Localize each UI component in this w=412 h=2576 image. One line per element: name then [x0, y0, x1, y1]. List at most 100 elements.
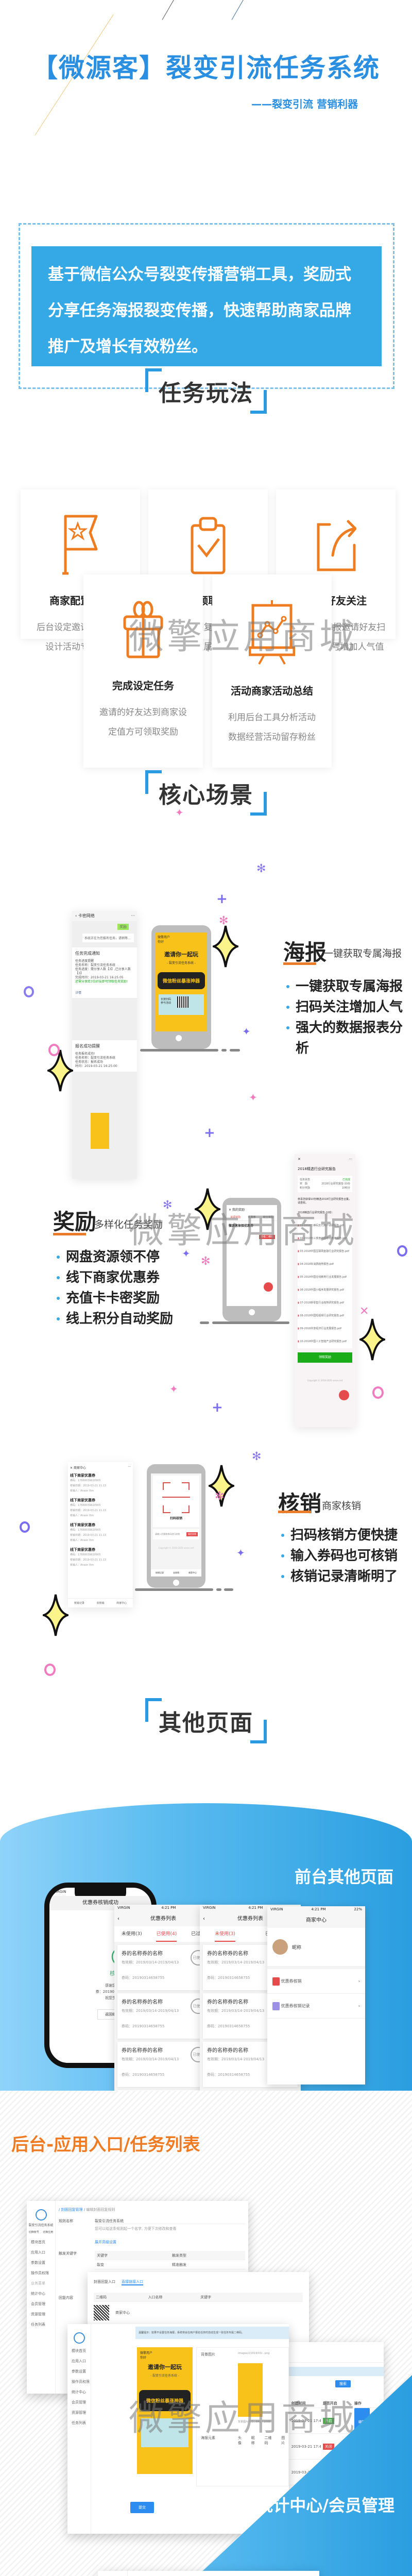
- tab-expired[interactable]: 已过期: [191, 1931, 205, 1937]
- menu-coupon-verify[interactable]: 优惠券核销›: [267, 1969, 365, 1994]
- sidebar-item-resources[interactable]: 资源管理: [31, 2312, 45, 2316]
- scan-area[interactable]: 扫码核销: [153, 1476, 199, 1527]
- file-item[interactable]: ▮ 08-2018中国短视频行业研究报告.pdf: [298, 1314, 344, 1317]
- sidebar-group[interactable]: 业务菜单: [31, 2281, 45, 2285]
- code-input[interactable]: 请输入优惠券券码进行核销确定核销: [153, 1529, 199, 1539]
- scene-subtitle: 商家核销: [322, 1500, 362, 1512]
- switch-account[interactable]: 切换帐号: [28, 2231, 39, 2234]
- file-item[interactable]: ▮ 05-2018中国在线教育行业发展报告.pdf: [298, 1276, 347, 1279]
- plus-decor: +: [216, 891, 228, 907]
- scene-title-poster: 海报: [283, 940, 327, 965]
- qr-code: [94, 2305, 109, 2320]
- tab-go-verify[interactable]: 去核销: [173, 1571, 179, 1574]
- scene-bullets: 扫码核销方便快捷 输入券码也可核销 核销记录清晰明了: [281, 1525, 398, 1587]
- tab-points[interactable]: 积分奖励: [263, 1216, 273, 1219]
- bullet-item: 扫码核销方便快捷: [281, 1525, 398, 1546]
- backend-entry-title: 后台-应用入口/任务列表: [11, 2134, 200, 2155]
- rule-name-input[interactable]: 裂变引流任务系统: [95, 2218, 245, 2224]
- bullet-item: 充值卡卡密奖励: [57, 1288, 173, 1309]
- tab-unused[interactable]: 未使用(3): [215, 1926, 235, 1942]
- sidebar-item-tasks[interactable]: 任务列表: [72, 2421, 86, 2425]
- sidebar-item-operators[interactable]: 操作员权限: [72, 2380, 90, 2384]
- tab-unused[interactable]: 未使用(3): [121, 1931, 142, 1937]
- sidebar-item-members[interactable]: 会员管理: [72, 2400, 86, 2404]
- toggle-switch[interactable]: 关闭: [322, 2444, 334, 2450]
- claim-reward-button[interactable]: 领取奖励: [298, 1352, 352, 1363]
- toggle-switch[interactable]: 开启: [322, 2418, 334, 2424]
- file-item[interactable]: ▮ 09-2018共享经济行业发展报告.pdf: [298, 1327, 341, 1330]
- sidebar-item-settings[interactable]: 参数设置: [72, 2369, 86, 2374]
- float-button[interactable]: [264, 1282, 273, 1292]
- file-item[interactable]: ▮ 06-2018中国小程序发展研究报告.pdf: [298, 1289, 344, 1292]
- tab-coupon[interactable]: 优惠券: [248, 1216, 256, 1219]
- ground-line: [216, 1588, 221, 1591]
- chat-system-msg: 系统正在为您报名任务，请稍等...: [82, 934, 134, 942]
- submit-button[interactable]: 提交: [130, 2502, 154, 2513]
- sidebar-item-members[interactable]: 会员管理: [31, 2302, 45, 2306]
- element-avatar[interactable]: 头像: [238, 2436, 242, 2445]
- advanced-toggle[interactable]: 展开高级设置: [95, 2240, 116, 2244]
- view-qr-button[interactable]: 查看二维码: [259, 1235, 275, 1239]
- tab-verify-records[interactable]: 核销记录: [156, 1571, 164, 1574]
- detail-link[interactable]: 详情: [75, 991, 82, 995]
- chevron-right-icon: ›: [358, 2004, 360, 2008]
- tab-used[interactable]: 已使用(4): [156, 1926, 177, 1942]
- file-item[interactable]: ▮ 01-2018二维码支付用户调研报告.pdf: [298, 1224, 344, 1227]
- sidebar-item-settings[interactable]: 参数设置: [31, 2261, 45, 2265]
- poster-canvas[interactable]: 微擎用户你好 邀请你一起玩 - 裂变引流任务系统 - 微信粉丝暴涨神器: [137, 2347, 193, 2474]
- file-item[interactable]: ▮ 04-2018年消费趋势报告.pdf: [298, 1263, 334, 1266]
- sidebar-item-stats[interactable]: 统计中心: [31, 2292, 45, 2296]
- element-image[interactable]: 图片: [281, 2436, 285, 2445]
- card-title: 完成设定任务: [112, 680, 174, 692]
- home-button: [176, 1035, 182, 1041]
- sidebar-item-resources[interactable]: 资源管理: [72, 2411, 86, 2415]
- confirm-verify-button[interactable]: 确定核销: [186, 1532, 198, 1536]
- sidebar-item-entry[interactable]: 应用入口: [72, 2359, 86, 2363]
- file-item[interactable]: ▮ 03-2018中国互联网金融行业研究报告.pdf: [298, 1250, 349, 1253]
- asterisk-decor: ✻: [163, 1199, 173, 1212]
- tab-merchant-center[interactable]: 商家中心: [188, 1571, 197, 1574]
- sidebar-item-stats[interactable]: 统计中心: [72, 2390, 86, 2394]
- asterisk-decor: ✻: [252, 1450, 262, 1463]
- file-item[interactable]: ▮ 07-2018新零售行业趋势研究报告.pdf: [298, 1301, 344, 1304]
- sparkle-icon: [47, 1049, 73, 1092]
- avatar: [272, 1939, 288, 1955]
- sparkle-icon: [43, 1594, 68, 1636]
- tab-verify-records[interactable]: 核销记录: [74, 1602, 84, 1605]
- bullet-item: 输入券码也可核销: [281, 1546, 398, 1566]
- sidebar-item-entry[interactable]: 应用入口: [31, 2250, 45, 2255]
- ground-line: [135, 1588, 213, 1591]
- switch-app[interactable]: 切换应用: [43, 2231, 54, 2234]
- tab-link-entry[interactable]: 直接链接入口: [122, 2279, 143, 2285]
- tab-go-verify[interactable]: 去核销: [96, 1602, 105, 1605]
- back-icon[interactable]: ‹: [117, 1916, 119, 1922]
- coupon-tabs: 未使用(3) 已使用(4) 已过期: [114, 1926, 212, 1942]
- file-item[interactable]: ▮ 10-2018中国人工智能产业研究报告.pdf: [298, 1340, 347, 1343]
- search-button[interactable]: 搜索: [335, 2380, 351, 2387]
- tab-merchant-center[interactable]: 商家中心: [116, 1602, 127, 1605]
- element-nickname[interactable]: 昵称: [251, 2436, 255, 2445]
- sidebar-item-tasks[interactable]: 任务列表: [31, 2323, 45, 2327]
- float-button[interactable]: [339, 1390, 349, 1400]
- circle-decor: [44, 1664, 56, 1676]
- tab-cover-entry[interactable]: 封面回复入口: [94, 2280, 115, 2284]
- circle-decor: [372, 1386, 384, 1399]
- element-qr[interactable]: 二维码: [264, 2436, 272, 2445]
- sparkle-icon: [213, 925, 238, 968]
- sidebar-item-home[interactable]: 模块首页: [31, 2240, 45, 2244]
- sidebar-item-operators[interactable]: 操作员权限: [31, 2271, 49, 2275]
- back-icon[interactable]: ‹: [203, 1916, 205, 1922]
- file-item[interactable]: ▮ 02-2018年三季度中国移动电商报告.pdf: [298, 1237, 347, 1240]
- tab-resource-reward[interactable]: 资源奖励: [230, 1216, 241, 1219]
- sidebar-item-home[interactable]: 模块首页: [72, 2349, 86, 2353]
- menu-verify-records[interactable]: 优惠券核销记录›: [267, 1994, 365, 2019]
- decor-line: [231, 0, 244, 20]
- cross-decor: ✕: [359, 1305, 369, 1318]
- scene-underline: [283, 962, 316, 965]
